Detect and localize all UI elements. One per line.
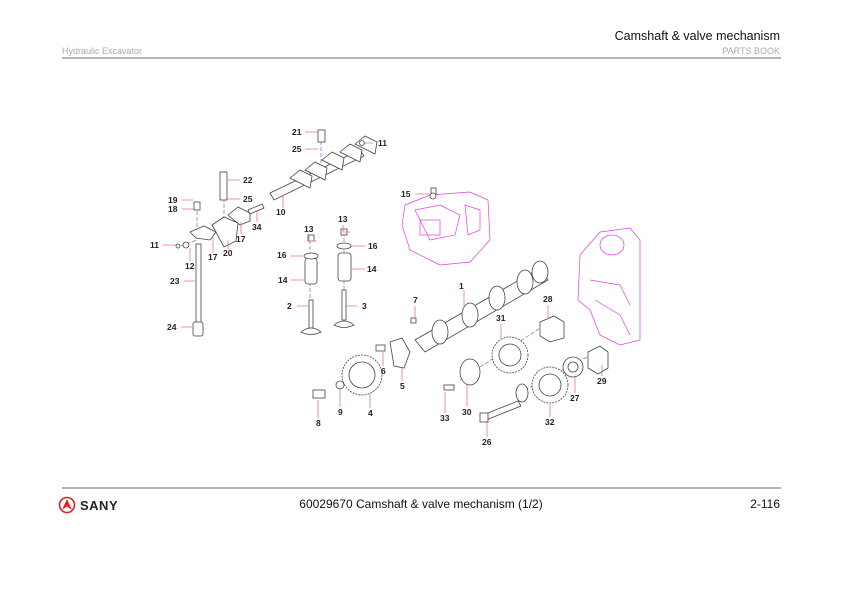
callout-31: 31 (496, 313, 506, 323)
callout-28: 28 (543, 294, 553, 304)
callout-12: 12 (185, 261, 195, 271)
page-number: 2-116 (750, 497, 780, 511)
callout-11: 11 (378, 138, 387, 148)
callout-6: 6 (381, 366, 386, 376)
callout-33: 33 (440, 413, 450, 423)
sany-logo: SANY (58, 496, 118, 514)
cylinder-head-outline (401, 191, 491, 266)
engine-block-outline (577, 227, 641, 346)
callout-24: 24 (167, 322, 177, 332)
callout-5: 5 (400, 381, 405, 391)
valves-and-springs (300, 228, 355, 335)
callout-21: 21 (292, 127, 302, 137)
callout-27: 27 (570, 393, 580, 403)
callout-14: 14 (367, 264, 377, 274)
callout-14: 14 (278, 275, 288, 285)
camshaft (410, 260, 549, 353)
callout-labels: 21 25 11 22 25 10 19 18 34 13 13 16 16 1… (150, 127, 607, 447)
machine-type: Hydraulic Excavator (62, 46, 143, 56)
callout-18: 18 (168, 204, 178, 214)
callout-19: 19 (168, 195, 178, 205)
leader-lines (163, 131, 603, 437)
document-title: 60029670 Camshaft & valve mechanism (1/2… (299, 497, 543, 511)
callout-23: 23 (170, 276, 180, 286)
callout-15: 15 (401, 189, 411, 199)
brand-name: SANY (80, 497, 119, 513)
callout-1: 1 (459, 281, 464, 291)
callout-4: 4 (368, 408, 373, 418)
section-title: Camshaft & valve mechanism (614, 29, 780, 43)
footer-divider (62, 487, 781, 489)
callout-13: 13 (338, 214, 348, 224)
callout-32: 32 (545, 417, 555, 427)
callout-7: 7 (413, 295, 418, 305)
callout-17: 17 (236, 234, 246, 244)
callout-29: 29 (597, 376, 607, 386)
callout-17: 17 (208, 252, 218, 262)
callout-22: 22 (243, 175, 253, 185)
rocker-arm-left (175, 171, 265, 337)
callout-11: 11 (150, 240, 159, 250)
callout-25: 25 (292, 144, 302, 154)
callout-13: 13 (304, 224, 314, 234)
header-divider (62, 57, 781, 59)
callout-3: 3 (362, 301, 367, 311)
callout-25: 25 (243, 194, 253, 204)
callout-20: 20 (223, 248, 233, 258)
rocker-shaft-assembly (269, 129, 378, 201)
callout-30: 30 (462, 407, 472, 417)
callout-8: 8 (316, 418, 321, 428)
book-title: PARTS BOOK (722, 46, 780, 56)
callout-16: 16 (368, 241, 378, 251)
callout-2: 2 (287, 301, 292, 311)
gears (312, 187, 609, 423)
callout-26: 26 (482, 437, 492, 447)
callout-9: 9 (338, 407, 343, 417)
callout-10: 10 (276, 207, 286, 217)
callout-34: 34 (252, 222, 262, 232)
sany-logo-icon (58, 496, 76, 514)
callout-16: 16 (277, 250, 287, 260)
